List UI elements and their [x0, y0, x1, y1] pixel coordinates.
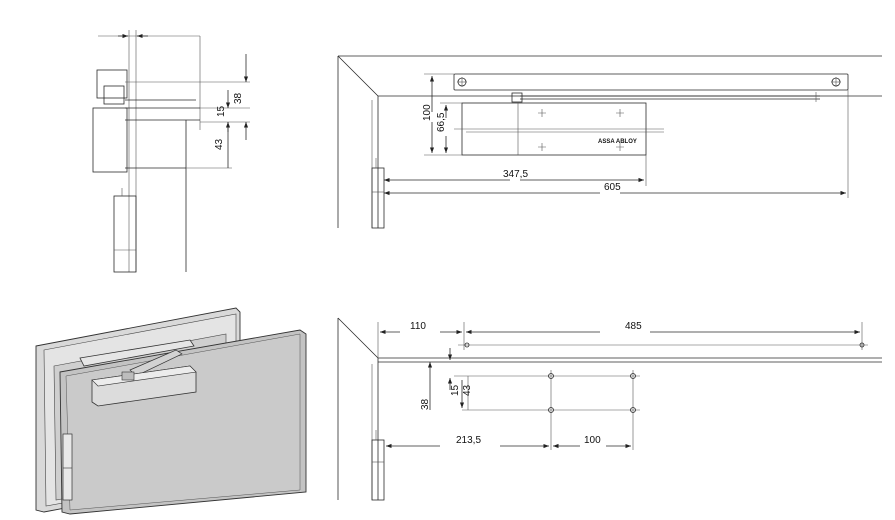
tmpl-hole-4 — [630, 407, 636, 413]
top-brand-label: ASSA ABLOY — [598, 139, 637, 145]
top-hinge-body — [371, 167, 385, 229]
side-view-drawing: 38 15 43 — [92, 30, 250, 273]
side-dim-43-label: 43 — [214, 138, 225, 150]
tmpl-frame-mitre — [337, 317, 379, 359]
side-closer-body — [92, 107, 128, 173]
tmpl-rail-hole-left — [464, 342, 470, 348]
top-view-drawing: ASSA ABLOY 100 66,5 347,5 605 — [337, 55, 882, 229]
iso-closer-pivot — [121, 371, 135, 381]
top-dim-66-5-label: 66,5 — [436, 112, 447, 132]
tmpl-dim-100-label: 100 — [584, 435, 601, 446]
template-view-drawing: 110 485 38 15 43 213,5 100 — [337, 317, 882, 501]
side-hinge-body — [113, 195, 137, 273]
tmpl-dim-213-5-label: 213,5 — [456, 435, 481, 446]
side-arm-shoe — [96, 69, 128, 99]
top-dim-347-5-label: 347,5 — [503, 169, 528, 180]
tmpl-hole-2 — [630, 373, 636, 379]
top-dim-605-label: 605 — [604, 182, 621, 193]
tmpl-dim-38-label: 38 — [420, 398, 431, 410]
iso-hinge — [62, 433, 73, 501]
top-slide-rail — [453, 73, 849, 91]
side-arm-block — [103, 85, 125, 105]
top-arm-pivot — [511, 92, 523, 103]
iso-slide-rail — [79, 339, 195, 367]
top-dim-100-label: 100 — [422, 104, 433, 121]
door-closer-illustration — [35, 307, 307, 515]
tmpl-hole-1 — [548, 373, 554, 379]
tmpl-hole-3 — [548, 407, 554, 413]
tmpl-dim-15-label: 15 — [450, 384, 461, 396]
tmpl-dim-110-label: 110 — [410, 321, 426, 332]
top-closer-crosses — [538, 109, 624, 151]
top-frame-mitre — [337, 55, 379, 97]
side-dim-38-label: 38 — [233, 92, 244, 104]
tmpl-hinge-body — [371, 439, 385, 501]
side-dim-15-label: 15 — [216, 105, 227, 117]
tmpl-dim-43-label: 43 — [462, 384, 473, 396]
tmpl-dim-485-label: 485 — [625, 321, 642, 332]
tmpl-rail-hole-right — [859, 342, 865, 348]
